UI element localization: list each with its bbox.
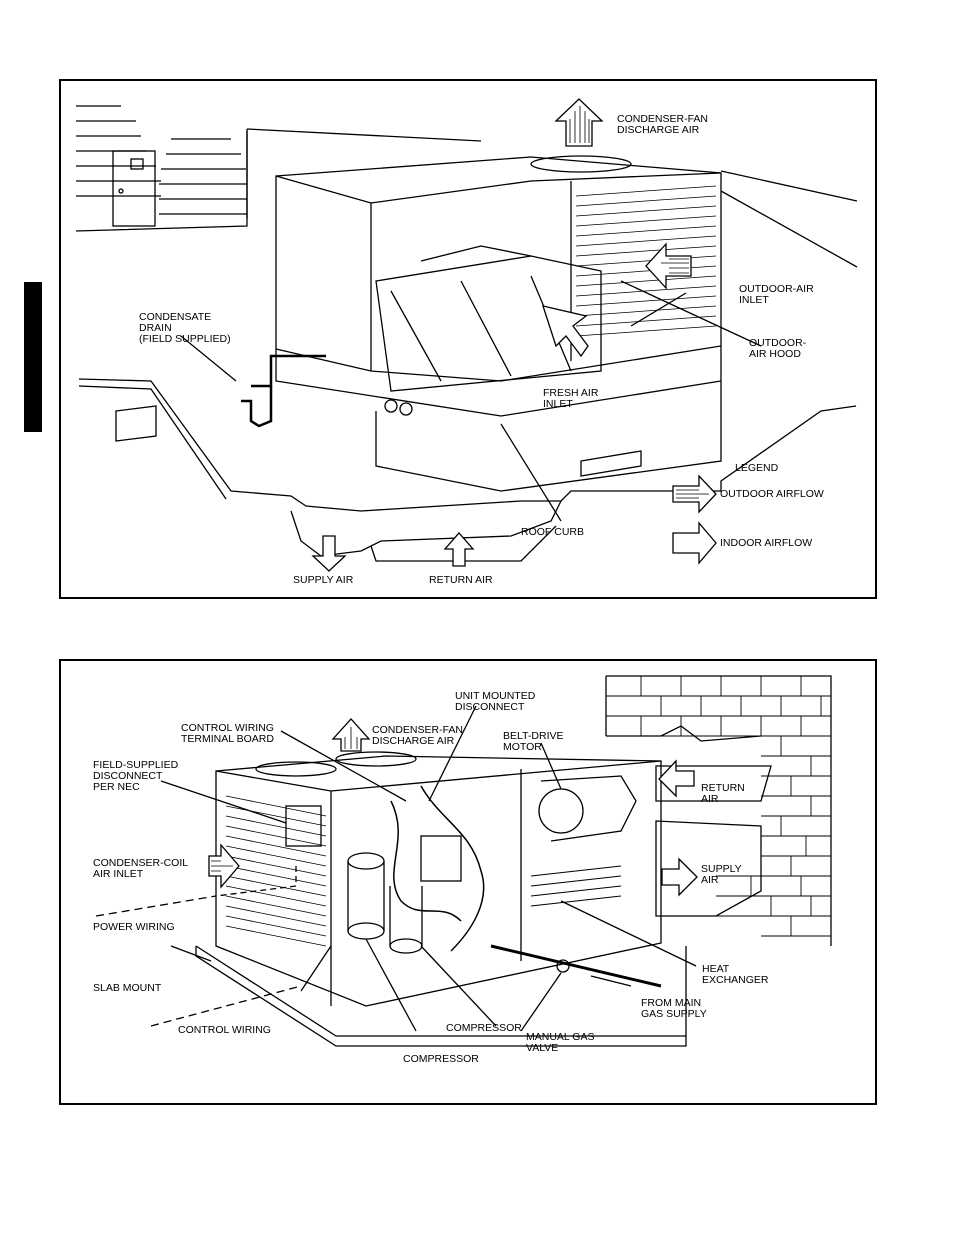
gas-line [490,944,662,988]
leader-outdoor-air-hood [620,280,762,347]
slab-mount-unit-figure: UNIT MOUNTED DISCONNECT BELT-DRIVE MOTOR… [59,659,877,1105]
control-wiring-line [150,985,302,1027]
slab-unit-body [215,751,662,1007]
arrow-condenser-coil-inlet [208,843,240,889]
arrow-return-air [443,532,475,567]
arrow-condenser-fan-discharge [554,98,604,147]
arrow-condenser-fan-discharge [331,718,371,752]
label-return-air: RETURN AIR [701,782,745,805]
arrow-supply-air [661,857,698,897]
label-condenser-fan-discharge: CONDENSER-FAN DISCHARGE AIR [617,113,709,136]
label-outdoor-air-hood: OUTDOOR- AIR HOOD [749,337,807,360]
label-belt-drive-motor: BELT-DRIVE MOTOR [503,730,564,753]
label-control-wiring: CONTROL WIRING [178,1024,271,1036]
legend-outdoor-arrow [672,474,717,514]
label-condenser-coil-air-inlet: CONDENSER-COIL AIR INLET [93,857,189,880]
leader-outdoor-air-inlet [630,292,687,327]
label-power-wiring: POWER WIRING [93,921,175,933]
label-manual-gas-valve: MANUAL GAS VALVE [526,1031,595,1054]
label-supply-air: SUPPLY AIR [293,574,354,586]
label-heat-exchanger: HEAT EXCHANGER [702,963,769,986]
label-control-wiring-terminal-board: CONTROL WIRING TERMINAL BOARD [181,722,274,745]
label-field-supplied-disconnect: FIELD-SUPPLIED DISCONNECT PER NEC [93,759,179,793]
rooftop-unit-illustration [75,98,858,572]
label-outdoor-air-inlet: OUTDOOR-AIR INLET [739,283,814,306]
label-supply-air: SUPPLY AIR [701,863,742,886]
gas-valve [556,959,570,973]
rooftop-unit-figure: CONDENSER-FAN DISCHARGE AIR OUTDOOR-AIR … [59,79,877,599]
label-compressor-upper: COMPRESSOR [446,1022,522,1034]
condensate-drain-pipe [241,354,326,428]
label-condensate-drain: CONDENSATE DRAIN (FIELD SUPPLIED) [139,311,231,345]
label-fresh-air-inlet: FRESH AIR INLET [543,387,599,410]
arrow-outdoor-air-inlet [645,242,692,290]
section-tab-marker [24,282,42,432]
legend-indoor-arrow [672,521,717,565]
legend-outdoor-airflow: OUTDOOR AIRFLOW [720,488,824,500]
arrow-fresh-air-inlet [542,305,589,358]
label-roof-curb: ROOF CURB [521,526,584,538]
arrow-supply-air [311,535,347,572]
leader-condensate [180,335,237,382]
belt-drive-motor [538,788,584,834]
field-disconnect-box [285,805,322,847]
legend-indoor-airflow: INDOOR AIRFLOW [720,537,813,549]
legend-title: LEGEND [735,462,779,474]
label-return-air: RETURN AIR [429,574,493,586]
supply-duct [655,820,762,917]
return-duct [655,765,772,802]
rooftop-unit-body [275,155,722,492]
brick-wall [605,675,832,946]
slab-pad [195,945,687,1037]
label-compressor-lower: COMPRESSOR [403,1053,479,1065]
label-from-main-gas-supply: FROM MAIN GAS SUPPLY [641,997,707,1020]
brick-wall [75,105,248,232]
slab-mount-unit-illustration [95,675,832,1047]
label-condenser-fan-discharge: CONDENSER-FAN DISCHARGE AIR [372,724,464,747]
label-slab-mount: SLAB MOUNT [93,982,162,994]
leader-roof-curb [500,423,562,522]
arrow-return-air [658,759,695,798]
power-wiring-line [95,895,217,917]
label-unit-mounted-disconnect: UNIT MOUNTED DISCONNECT [455,690,536,713]
